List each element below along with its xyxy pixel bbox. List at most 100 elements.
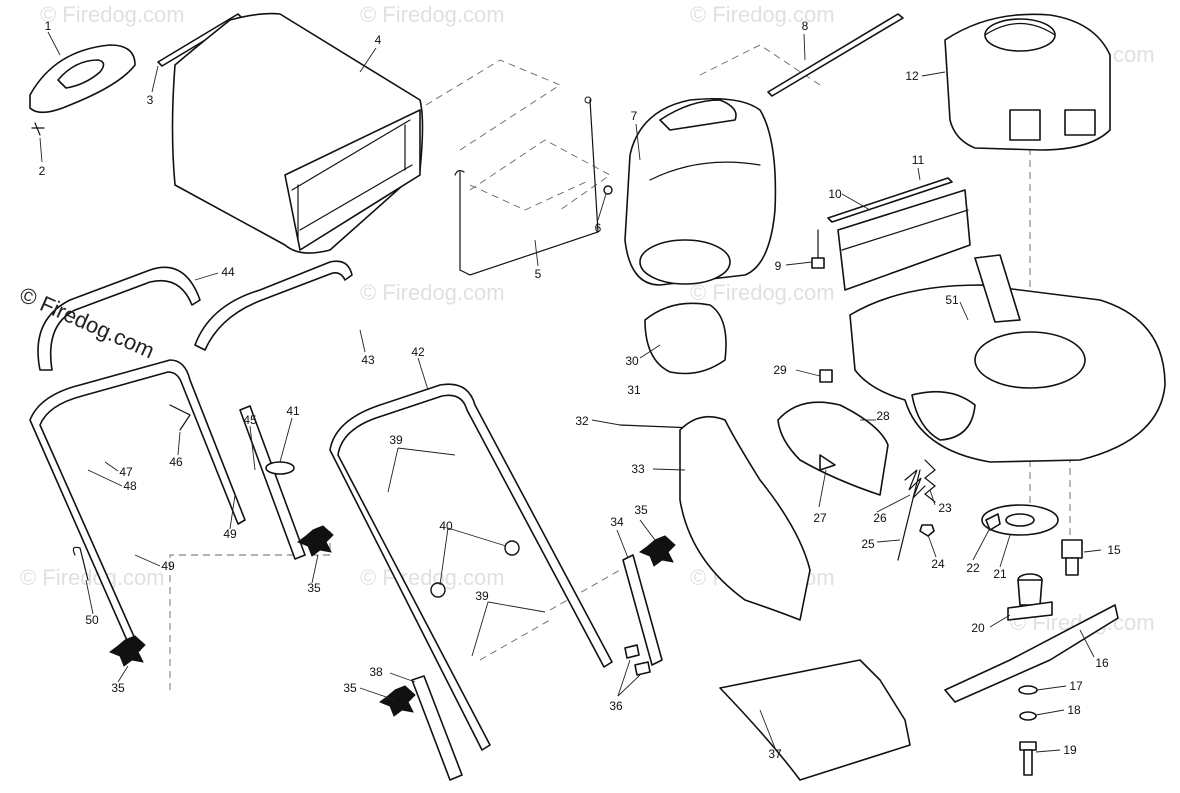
part-33-discharge-chute — [679, 415, 811, 621]
part-2-clip — [31, 122, 45, 136]
callout-35d: 35 — [111, 681, 125, 695]
callout-47: 47 — [119, 465, 133, 479]
callout-labels: 1 2 3 4 5 6 7 8 9 10 11 12 15 16 17 18 1… — [39, 19, 1121, 761]
watermark-tile: © Firedog.com — [20, 565, 165, 590]
watermark-tile: © Firedog.com — [690, 2, 835, 27]
watermark-tile: © Firedog.com — [40, 2, 185, 27]
callout-27: 27 — [813, 511, 827, 525]
part-51-deck — [849, 254, 1166, 463]
callout-24: 24 — [931, 557, 945, 571]
callout-48: 48 — [123, 479, 137, 493]
watermark-tile: © Firedog.com — [690, 280, 835, 305]
part-45-brace — [239, 405, 306, 560]
callout-46: 46 — [169, 455, 183, 469]
callout-35a: 35 — [634, 503, 648, 517]
part-19-bolt — [1019, 741, 1037, 776]
callout-50: 50 — [85, 613, 99, 627]
callout-34: 34 — [610, 515, 624, 529]
callout-29: 29 — [773, 363, 787, 377]
part-7-bag-top — [624, 97, 777, 286]
part-40-springs — [430, 540, 520, 598]
part-24-nut — [919, 524, 935, 537]
callout-11: 11 — [912, 153, 925, 167]
part-44-upper-handle — [37, 266, 201, 371]
callout-38: 38 — [369, 665, 383, 679]
callout-33: 33 — [631, 462, 645, 476]
watermark-tile: © Firedog.com — [360, 2, 505, 27]
part-17-washer — [1018, 685, 1038, 695]
part-35-knob — [378, 685, 416, 717]
callout-22: 22 — [966, 561, 980, 575]
part-11-flap — [837, 189, 971, 291]
part-15-bolt — [1061, 539, 1083, 576]
part-16-blade — [944, 604, 1119, 703]
part-50-hook — [72, 546, 89, 581]
callout-15: 15 — [1107, 543, 1121, 557]
part-27-arrow-mark — [819, 454, 836, 471]
part-30-cap — [644, 302, 727, 375]
callout-41: 41 — [286, 404, 300, 418]
callout-1: 1 — [45, 19, 52, 33]
callout-17: 17 — [1069, 679, 1083, 693]
callout-51: 51 — [945, 293, 959, 307]
callout-28: 28 — [876, 409, 890, 423]
callout-26: 26 — [873, 511, 887, 525]
part-42-lower-handle-right — [329, 383, 613, 751]
part-35-knob — [108, 635, 146, 667]
callout-30: 30 — [625, 354, 639, 368]
callout-32: 32 — [575, 414, 589, 428]
part-35-knob — [638, 535, 676, 567]
callout-35c: 35 — [307, 581, 321, 595]
part-10-rod — [827, 177, 953, 223]
callout-21: 21 — [993, 567, 1007, 581]
part-38-bracket — [411, 675, 463, 781]
part-22-screw — [985, 513, 1001, 531]
part-34-bracket — [622, 554, 663, 666]
leader-lines — [39, 31, 1102, 753]
part-9-bolt — [811, 229, 825, 269]
callout-3: 3 — [147, 93, 154, 107]
callout-8: 8 — [802, 19, 809, 33]
callout-39a: 39 — [389, 433, 403, 447]
callout-42: 42 — [411, 345, 425, 359]
callout-9: 9 — [775, 259, 782, 273]
callout-49b: 49 — [161, 559, 175, 573]
part-48-lower-handle-left — [29, 359, 246, 655]
callout-23: 23 — [938, 501, 952, 515]
callout-16: 16 — [1095, 656, 1109, 670]
part-18-washer — [1019, 711, 1037, 721]
callout-10: 10 — [828, 187, 842, 201]
part-43-handle-bar — [194, 260, 353, 351]
callout-5: 5 — [535, 267, 542, 281]
callout-4: 4 — [375, 33, 382, 47]
callout-36: 36 — [609, 699, 623, 713]
part-41-clip — [265, 461, 295, 475]
part-26-spring — [904, 469, 926, 499]
part-8-rod — [767, 13, 904, 97]
part-37-rear-flap — [719, 659, 911, 781]
part-12-engine — [944, 13, 1111, 151]
callout-20: 20 — [971, 621, 985, 635]
part-23-spring — [924, 459, 936, 503]
callout-6: 6 — [595, 221, 602, 235]
part-36-bolts — [624, 644, 651, 676]
part-25-rod — [897, 469, 921, 561]
part-4-grass-bag — [171, 12, 424, 254]
callout-37: 37 — [768, 747, 782, 761]
part-1-handle-cap — [29, 44, 136, 114]
callout-43: 43 — [361, 353, 375, 367]
callout-49a: 49 — [223, 527, 237, 541]
callout-19: 19 — [1063, 743, 1077, 757]
part-46-cable-guide — [169, 404, 191, 431]
part-5-wire-frame — [454, 96, 599, 276]
part-6-washer — [603, 185, 613, 195]
callout-25: 25 — [861, 537, 875, 551]
callout-35b: 35 — [343, 681, 357, 695]
callout-2: 2 — [39, 164, 46, 178]
part-28-chute-deflector — [777, 401, 889, 496]
part-35-knob — [296, 525, 334, 557]
callout-44: 44 — [221, 265, 235, 279]
part-29-knob — [819, 369, 833, 383]
